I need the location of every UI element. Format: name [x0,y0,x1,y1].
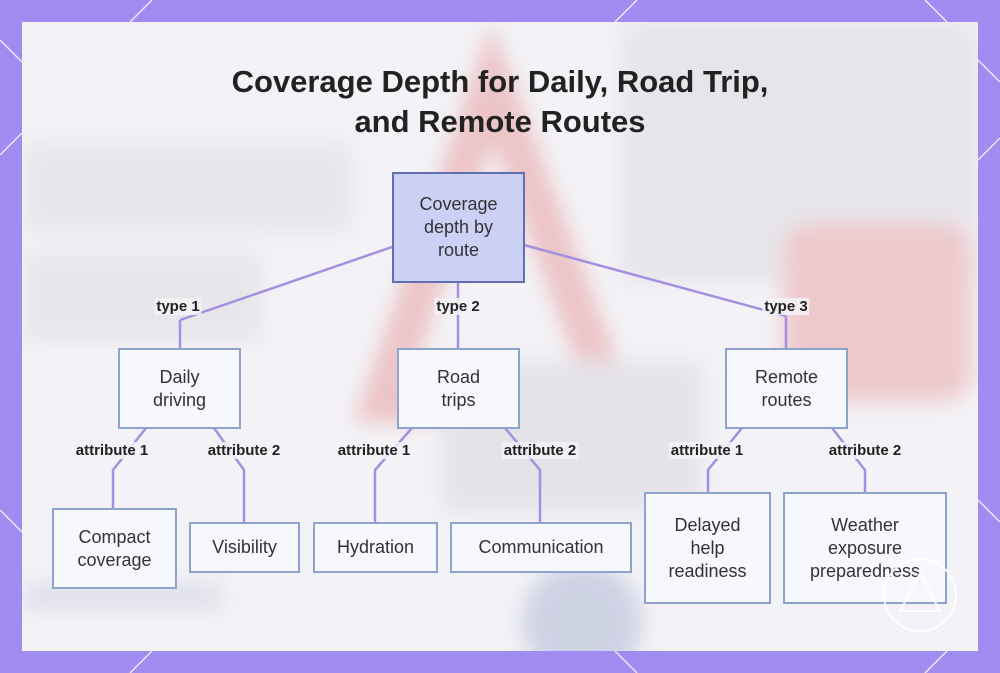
node-line: Road [436,366,481,387]
node-line: Hydration [336,537,415,557]
node-line: coverage [77,549,152,570]
node-line: Daily [159,366,200,387]
root-line: depth by [423,217,494,237]
node-line: Weather [831,514,899,535]
type-node-daily-driving: Daily driving [118,348,241,429]
title-line-1: Coverage Depth for Daily, Road Trip, [231,64,769,99]
edge-label-type-1: type 1 [154,298,202,315]
leaf-node-visibility: Visibility [189,522,300,573]
watermark-logo [883,558,957,632]
node-line: routes [761,389,812,410]
node-line: Delayed [674,514,741,535]
node-line: Visibility [212,537,277,557]
edge-label-daily-attr-2: attribute 2 [205,442,283,459]
edge-label-road-attr-2: attribute 2 [501,442,579,459]
leaf-node-delayed-help-readiness: Delayed help readiness [644,492,771,604]
edge-label-type-3: type 3 [762,298,810,315]
type-node-road-trips: Road trips [397,348,520,429]
edge-label-type-2: type 2 [434,298,482,315]
edge-root-type-1 [179,245,393,322]
edge-label-remote-attr-2: attribute 2 [826,442,904,459]
root-node: Coverage depth by route [392,172,525,283]
leaf-node-weather-exposure-preparedness: Weather exposure preparedness [783,492,947,604]
node-line: Compact [78,526,151,547]
edge-daily-compact [111,427,147,508]
node-line: readiness [668,560,747,581]
node-line: trips [441,389,476,410]
type-node-remote-routes: Remote routes [725,348,848,429]
node-line: exposure [827,537,903,558]
leaf-node-hydration: Hydration [313,522,438,573]
diagram-title: Coverage Depth for Daily, Road Trip, and… [22,62,978,142]
edge-remote-weather [831,427,867,492]
edge-root-type-3 [523,243,787,318]
leaf-node-communication: Communication [450,522,632,573]
edge-label-remote-attr-1: attribute 1 [668,442,746,459]
edge-label-road-attr-1: attribute 1 [335,442,413,459]
title-line-2: and Remote Routes [354,104,646,139]
root-line: route [437,240,479,260]
node-line: help [690,537,725,558]
node-line: preparedness [809,560,921,581]
edge-remote-delayed [706,427,743,492]
node-line: Remote [754,366,819,387]
node-line: Communication [478,537,604,557]
edge-label-daily-attr-1: attribute 1 [73,442,151,459]
root-line: Coverage [419,194,498,214]
node-line: driving [152,389,207,410]
leaf-node-compact-coverage: Compact coverage [52,508,177,589]
